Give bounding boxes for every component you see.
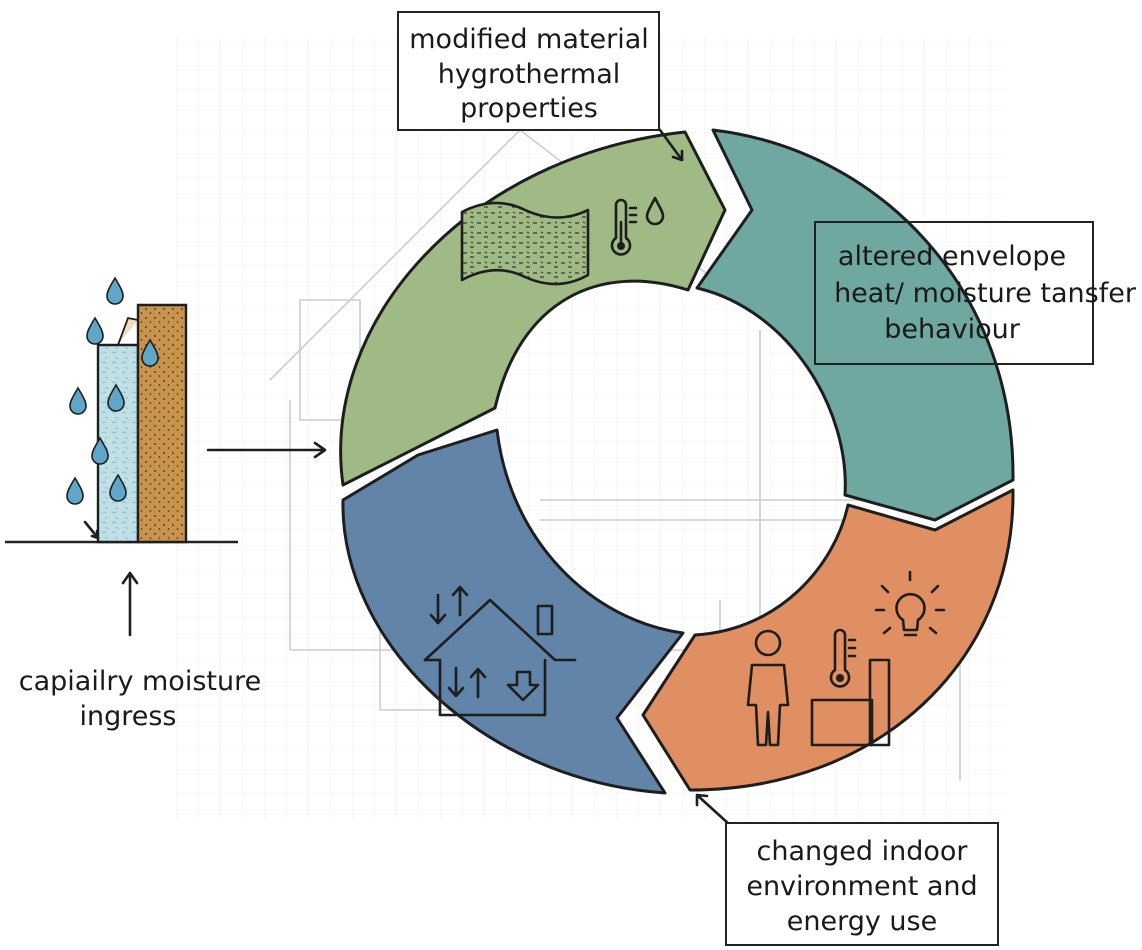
wall-to-cycle-arrow [206, 441, 327, 459]
thermometer-icon-material [610, 198, 638, 256]
label-ingress-line-2: ingress [79, 701, 176, 732]
label-indoor-line-2: environment and [746, 871, 977, 902]
label-envelope-line-3: behaviour [884, 314, 1021, 345]
label-material-line-2: hygrothermal [438, 59, 621, 90]
label-material: modified material hygrothermal propertie… [397, 11, 660, 131]
label-material-line-3: properties [460, 93, 598, 124]
label-envelope: altered envelope heat/ moisture tansfer … [814, 221, 1137, 365]
house-icon [423, 598, 577, 717]
label-ingress: capiailry moisture ingress [19, 666, 261, 732]
heater-icon [810, 658, 891, 747]
wall-section-icon [5, 303, 238, 544]
label-ingress-line-1: capiailry moisture [19, 666, 261, 697]
droplet-icon-material [645, 196, 665, 226]
person-icon [746, 629, 790, 747]
connector-arrows [121, 128, 732, 827]
segment-indoor[interactable] [641, 488, 1015, 792]
label-envelope-line-2: heat/ moisture tansfer [834, 278, 1137, 309]
label-indoor: changed indoor environment and energy us… [725, 822, 999, 946]
airflow-arrows-icon [429, 585, 540, 702]
indoor-callout-arrow [695, 793, 732, 827]
material-callout-arrow [658, 128, 684, 162]
thermometer-icon-indoor [829, 628, 857, 688]
segment-envelope[interactable] [695, 128, 1015, 522]
lightbulb-icon [874, 570, 946, 637]
segment-dwelling[interactable] [341, 428, 685, 795]
cycle-ring [339, 128, 1015, 795]
segment-material[interactable] [339, 130, 727, 487]
label-indoor-line-1: changed indoor [757, 836, 969, 867]
label-material-line-1: modified material [409, 24, 649, 55]
soil-sample-icon [460, 201, 590, 286]
capillary-up-arrow [121, 571, 139, 637]
raindrop-icons [66, 276, 159, 540]
label-envelope-line-1: altered envelope [838, 241, 1066, 272]
label-indoor-line-3: energy use [787, 906, 937, 937]
